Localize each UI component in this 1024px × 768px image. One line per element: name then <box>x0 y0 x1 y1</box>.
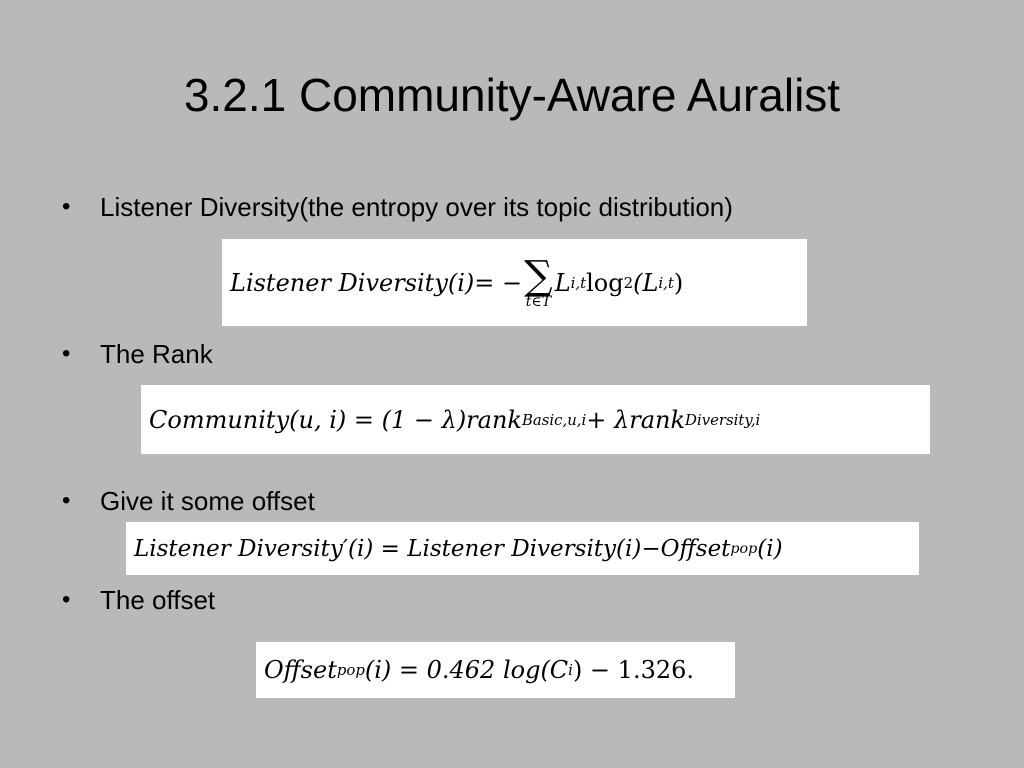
bullet-listener-diversity: • Listener Diversity(the entropy over it… <box>62 190 733 224</box>
equation-argument: (L <box>633 268 659 297</box>
bullet-text: The offset <box>100 585 216 615</box>
bullet-marker: • <box>62 340 71 367</box>
equation-subscript-i: i <box>568 661 573 679</box>
bullet-text: Give it some offset <box>100 486 315 516</box>
equation-log: log <box>586 268 624 297</box>
equation-subscript-pop: pop <box>336 661 365 679</box>
bullet-offset-intro: • Give it some offset <box>62 484 315 518</box>
equation-equals: = − <box>474 268 523 297</box>
bullet-marker: • <box>62 193 71 220</box>
equation-close: ) <box>673 268 684 297</box>
equation-diversity-prime: Listener Diversity′(i) = Listener Divers… <box>126 522 919 575</box>
equation-lhs: Offset <box>264 656 337 684</box>
equation-argument-subscript: i,t <box>658 273 674 292</box>
equation-end: ) − 1.326. <box>572 656 695 684</box>
equation-lhs: Listener Diversity(i) <box>230 268 475 297</box>
bullet-text: Listener Diversity(the entropy over its … <box>100 192 733 222</box>
summation-limit: t∈T <box>525 293 552 310</box>
equation-subscript-pop: pop <box>730 540 758 557</box>
slide-title: 3.2.1 Community-Aware Auralist <box>183 69 841 121</box>
equation-tail: (i) <box>757 535 783 562</box>
equation-subscript: i,t <box>570 273 587 292</box>
sigma-symbol: ∑ <box>524 252 553 299</box>
equation-tail: (i) = 0.462 log(C <box>364 656 569 684</box>
equation-rhs: + λrank <box>586 405 686 434</box>
summation-operator: ∑ t∈T <box>524 252 553 310</box>
bullet-text: The Rank <box>100 339 213 369</box>
equation-log-base: 2 <box>623 273 634 292</box>
equation-subscript-basic: Basic,u,i <box>521 410 587 429</box>
equation-lhs: Listener Diversity′(i) = Listener Divers… <box>134 535 731 562</box>
equation-lhs: Community(u, i) = (1 − λ)rank <box>149 405 522 434</box>
bullet-marker: • <box>62 586 71 613</box>
equation-term: L <box>554 268 571 297</box>
bullet-offset: • The offset <box>62 583 215 617</box>
bullet-marker: • <box>62 487 71 514</box>
bullet-rank: • The Rank <box>62 337 213 371</box>
equation-subscript-diversity: Diversity,i <box>685 410 761 429</box>
